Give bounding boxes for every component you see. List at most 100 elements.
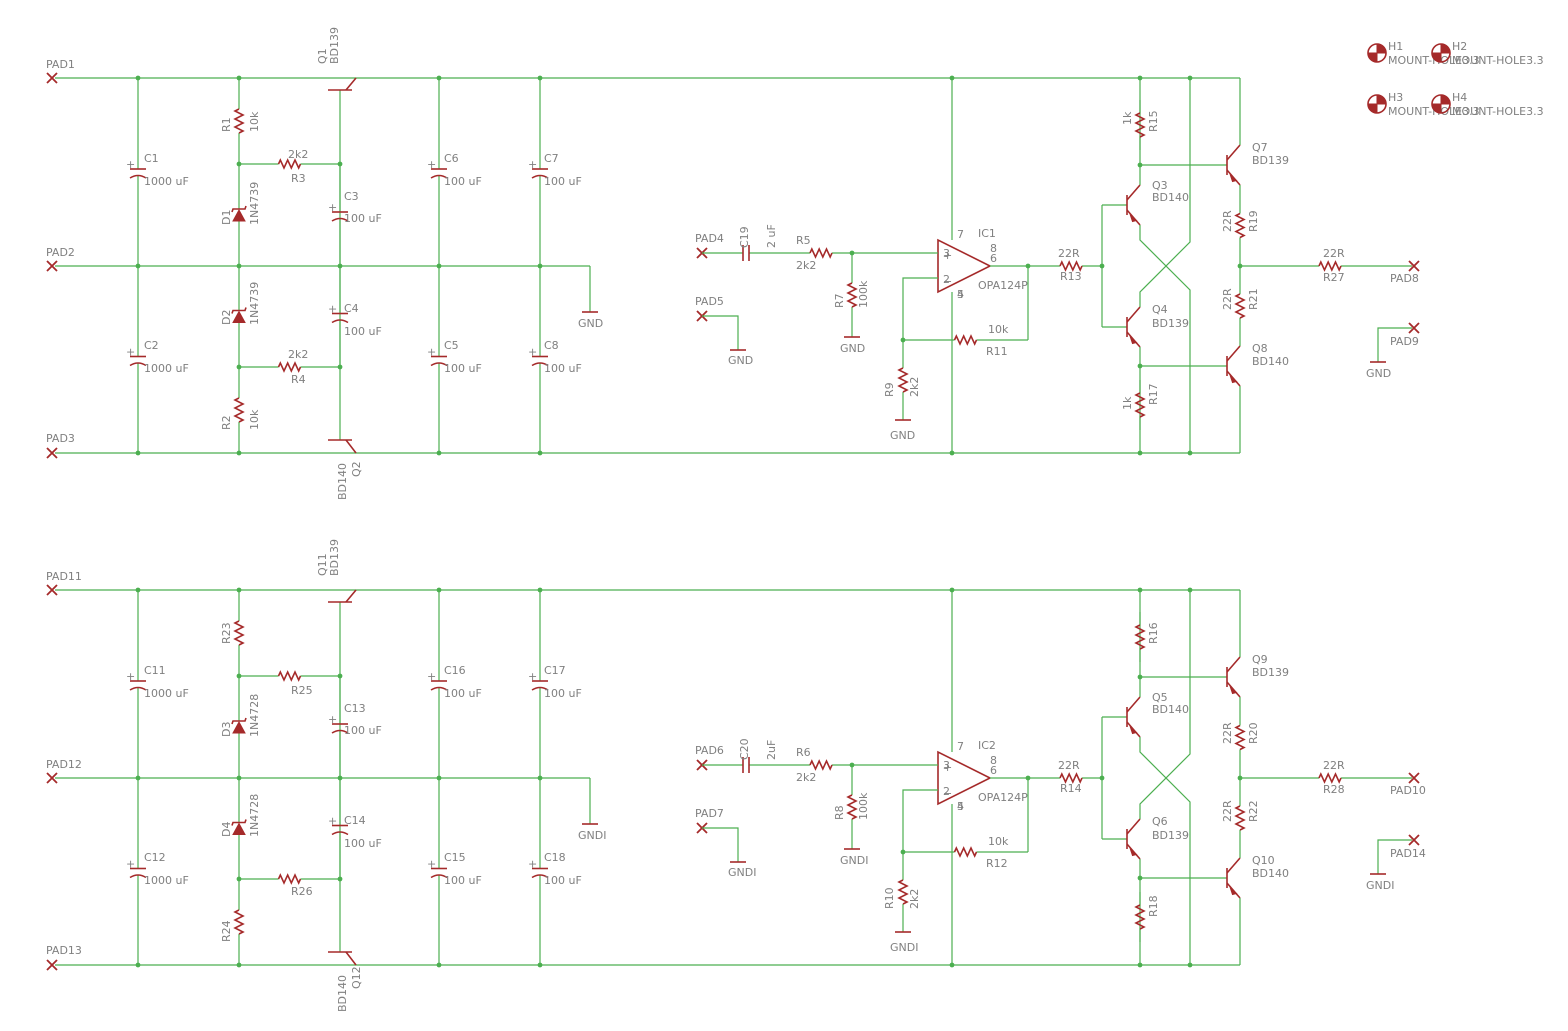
- label: 7: [957, 740, 964, 753]
- label: R5: [796, 234, 811, 247]
- label: 5: [957, 800, 964, 813]
- polarity-mark: +: [528, 158, 537, 171]
- polarity-mark: +: [427, 346, 436, 359]
- emitter-arrow: [1129, 213, 1138, 223]
- label: Q11: [316, 553, 329, 576]
- mount-hole-value: MOUNT-HOLE3.3: [1452, 105, 1544, 118]
- polarity-mark: +: [126, 158, 135, 171]
- emitter-arrow: [1229, 685, 1238, 695]
- label: R28: [1323, 783, 1345, 796]
- resistor-symbol: [1134, 624, 1146, 650]
- label: R8: [833, 805, 846, 820]
- resistor-symbol: [1318, 260, 1342, 272]
- mount-hole-value: MOUNT-HOLE3.3: [1452, 54, 1544, 67]
- mount-holes: H1MOUNT-HOLE3.3H2MOUNT-HOLE3.3H3MOUNT-HO…: [1367, 40, 1544, 118]
- label: 2: [943, 785, 950, 798]
- label: R17: [1147, 383, 1160, 405]
- label: BD140: [336, 975, 349, 1012]
- pad-label: PAD14: [1390, 847, 1426, 860]
- label: 2k2: [908, 377, 921, 397]
- zener-bar: [231, 717, 247, 725]
- label: 2 uF: [765, 224, 778, 248]
- pad-label: PAD13: [46, 944, 82, 957]
- label: 3: [943, 247, 950, 260]
- label: GND: [578, 317, 603, 330]
- transistor-collector: [1126, 818, 1141, 835]
- mount-hole-value: MOUNT-HOLE3.3: [1388, 54, 1480, 67]
- capacitor-plate-curved: [430, 174, 448, 179]
- polarity-mark: +: [528, 346, 537, 359]
- label: 1000 uF: [144, 175, 189, 188]
- capacitor-plate-curved: [331, 831, 349, 836]
- minus-sign: −: [943, 787, 952, 800]
- label: D2: [220, 310, 233, 325]
- label: Q1: [316, 48, 329, 64]
- label: BD140: [1252, 867, 1289, 880]
- label: 1N4728: [248, 694, 261, 737]
- resistor-symbol: [1134, 112, 1146, 138]
- label: 2uF: [765, 740, 778, 760]
- capacitor-plate-curved: [129, 362, 147, 367]
- resistor-symbol: [897, 879, 909, 905]
- label: R10: [883, 887, 896, 909]
- plus-sign: +: [943, 761, 952, 774]
- resistor-symbol: [846, 282, 858, 308]
- resistor-symbol: [809, 759, 833, 771]
- label: C3: [344, 190, 359, 203]
- label: R13: [1060, 270, 1082, 283]
- pad-label: PAD11: [46, 570, 82, 583]
- label: C11: [144, 664, 166, 677]
- pad-terminal-x: [46, 772, 58, 784]
- label: R1: [220, 117, 233, 132]
- label: Q7: [1252, 141, 1268, 154]
- pad-label: PAD5: [695, 295, 724, 308]
- transistor-collector: [1226, 656, 1241, 673]
- label: 22R: [1221, 210, 1234, 232]
- capacitor-plate-curved: [430, 874, 448, 879]
- label: R14: [1060, 782, 1082, 795]
- label: 100 uF: [544, 362, 582, 375]
- label: OPA124P: [978, 791, 1028, 804]
- label: C12: [144, 851, 166, 864]
- label: C14: [344, 814, 366, 827]
- resistor-symbol: [1134, 904, 1146, 930]
- polarity-mark: +: [528, 670, 537, 683]
- label: BD140: [1252, 355, 1289, 368]
- zener-bar: [231, 307, 247, 314]
- label: Q4: [1152, 303, 1168, 316]
- label: 6: [990, 252, 997, 265]
- label: 100 uF: [344, 724, 382, 737]
- resistor-symbol: [897, 367, 909, 393]
- label: GND: [840, 342, 865, 355]
- label: R11: [986, 345, 1008, 358]
- resistor-symbol: [1234, 293, 1246, 319]
- zener-bar: [231, 205, 247, 213]
- pad-terminal-x: [1408, 322, 1420, 334]
- label: 8: [990, 754, 997, 767]
- pad-label: PAD4: [695, 232, 724, 245]
- label: Q8: [1252, 342, 1268, 355]
- label: R15: [1147, 110, 1160, 132]
- label: 100 uF: [444, 362, 482, 375]
- polarity-mark: +: [328, 713, 337, 726]
- label: 100 uF: [444, 874, 482, 887]
- polarity-mark: +: [427, 158, 436, 171]
- label: R19: [1247, 210, 1260, 232]
- label: 1000 uF: [144, 362, 189, 375]
- capacitor-plate-curved: [331, 217, 349, 222]
- label: Q3: [1152, 179, 1168, 192]
- label: BD139: [1152, 317, 1189, 330]
- pad-terminal-x: [46, 584, 58, 596]
- opamp-triangle: [937, 750, 992, 806]
- resistor-symbol: [1318, 772, 1342, 784]
- label: 10k: [248, 409, 261, 430]
- resistor-symbol: [277, 670, 302, 682]
- label: BD139: [1152, 829, 1189, 842]
- emitter-arrow: [1129, 725, 1138, 735]
- label: 10k: [988, 835, 1009, 848]
- label: 22R: [1323, 759, 1345, 772]
- label: Q2: [350, 461, 363, 477]
